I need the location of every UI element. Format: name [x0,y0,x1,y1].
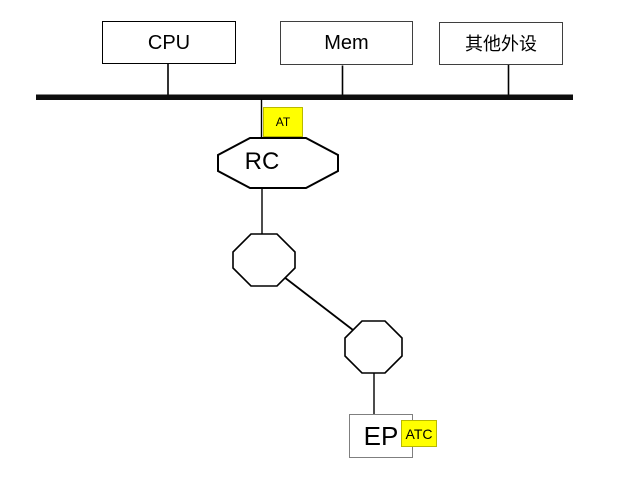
peripherals-node-box: 其他外设 [439,22,563,65]
peripherals-node-label: 其他外设 [465,33,537,54]
atc-tag-label: ATC [405,425,433,442]
at-tag-label: AT [275,115,291,129]
cpu-node-box: CPU [102,21,236,64]
switch2-octagon-shape [344,320,403,374]
rc-node-label: RC [244,148,280,175]
switch1-switch2-connector-line [283,276,354,331]
cpu-node-label: CPU [147,31,191,54]
system-bus-line [36,94,573,100]
rc-octagon-shape [217,137,339,189]
at-highlight-tag: AT [263,107,303,137]
mem-node-box: Mem [280,21,413,65]
ep-node-label: EP [363,421,399,451]
atc-highlight-tag: ATC [401,420,437,447]
mem-node-label: Mem [324,32,369,54]
switch1-octagon-shape [232,233,296,287]
